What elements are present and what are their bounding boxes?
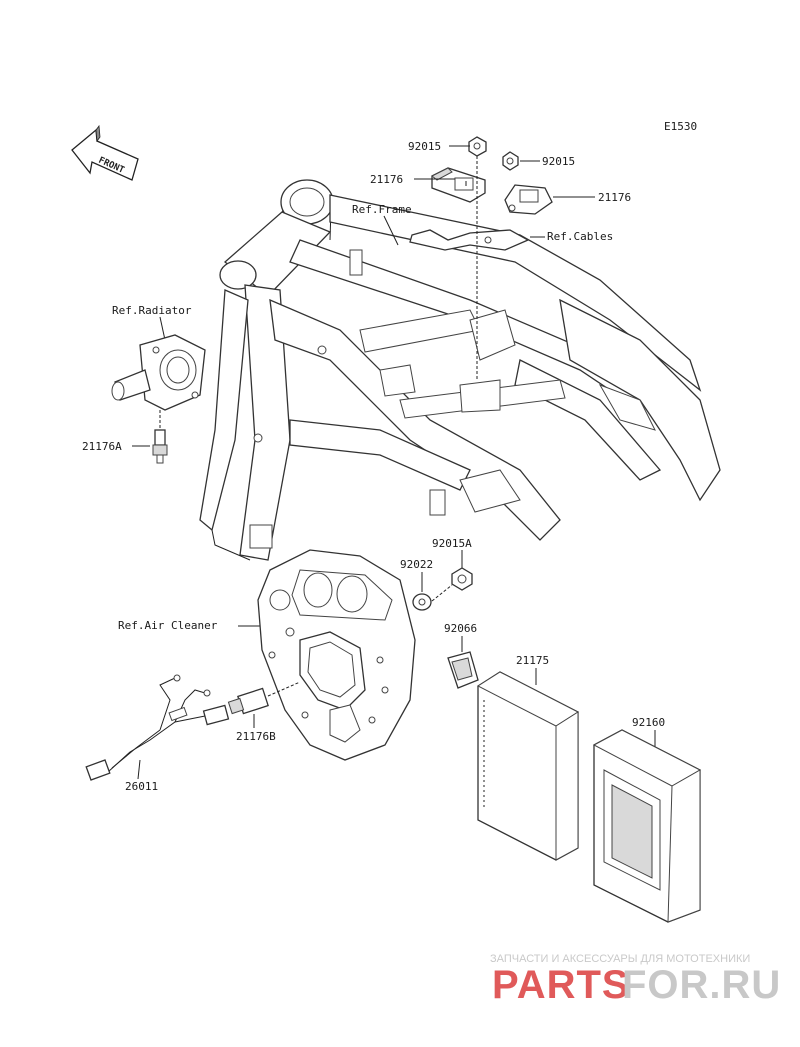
part-number-92015A: 92015A bbox=[432, 537, 472, 550]
part-number-26011: 26011 bbox=[125, 780, 158, 793]
diagram-code: E1530 bbox=[664, 120, 697, 133]
watermark-tagline: ЗАПЧАСТИ И АКСЕССУАРЫ ДЛЯ МОТОТЕХНИКИ bbox=[490, 953, 750, 965]
part-number-92022: 92022 bbox=[400, 558, 433, 571]
part-number-92015-left: 92015 bbox=[408, 140, 441, 153]
air-sensor bbox=[227, 681, 301, 715]
ecu-cover bbox=[592, 729, 702, 923]
front-arrow-icon: FRONT bbox=[71, 124, 139, 181]
sensor-right bbox=[504, 184, 553, 215]
part-number-92066: 92066 bbox=[444, 622, 477, 635]
part-number-21176-left: 21176 bbox=[370, 173, 403, 186]
ref-frame-label: Ref.Frame bbox=[352, 203, 412, 216]
part-number-92015-right: 92015 bbox=[542, 155, 575, 168]
watermark-logo-left: PARTS bbox=[492, 963, 630, 1007]
watermark-logo-right: FOR.RU bbox=[622, 963, 781, 1007]
temp-sensor bbox=[152, 410, 168, 464]
radiator-housing bbox=[111, 334, 206, 411]
wire-harness bbox=[85, 674, 230, 781]
air-cleaner-housing bbox=[257, 549, 416, 761]
ref-air-cleaner-label: Ref.Air Cleaner bbox=[118, 619, 218, 632]
top-sensor-group bbox=[409, 136, 595, 380]
part-number-21175: 21175 bbox=[516, 654, 549, 667]
ref-radiator-label: Ref.Radiator bbox=[112, 304, 192, 317]
part-number-92160: 92160 bbox=[632, 716, 665, 729]
part-number-21176-right: 21176 bbox=[598, 191, 631, 204]
part-number-21176A: 21176A bbox=[82, 440, 122, 453]
sensor-left bbox=[431, 167, 486, 203]
ecu-unit bbox=[476, 671, 580, 861]
frame-drawing bbox=[199, 179, 721, 561]
part-number-21176B: 21176B bbox=[236, 730, 276, 743]
connector-holder bbox=[447, 651, 479, 689]
ref-cables-label: Ref.Cables bbox=[547, 230, 613, 243]
